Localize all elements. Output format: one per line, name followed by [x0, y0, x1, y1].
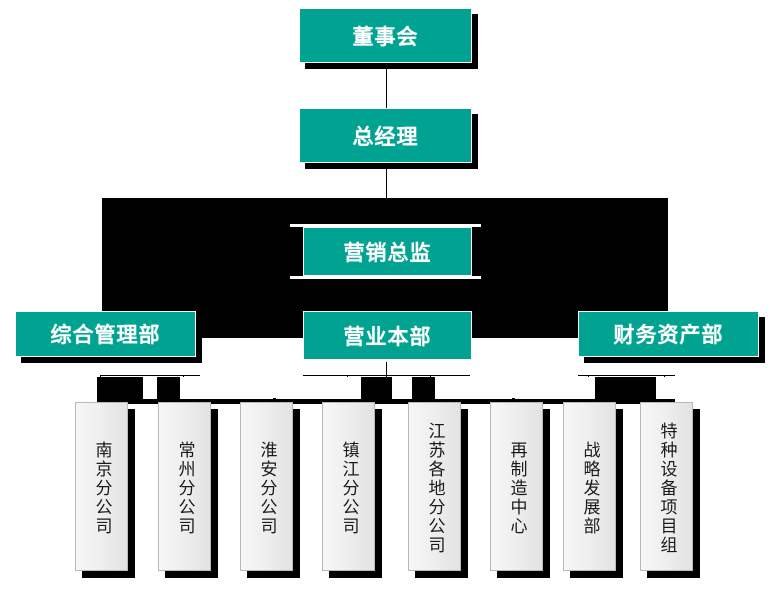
node-marketing-director[interactable]: 营销总监: [303, 227, 472, 276]
leaf-bar-gap-7: [656, 377, 675, 399]
node-changzhou[interactable]: 常州分公司: [158, 402, 211, 571]
node-board[interactable]: 董事会: [299, 8, 472, 63]
leaf-bar-gap-3: [276, 377, 361, 399]
node-nanjing[interactable]: 南京分公司: [75, 402, 128, 571]
node-zhenjiang-label: 镇江分公司: [338, 441, 359, 536]
connector-gap-upper-left: [290, 224, 481, 227]
node-changzhou-label: 常州分公司: [174, 441, 195, 536]
node-finance-dept[interactable]: 财务资产部: [578, 311, 759, 357]
leaf-bar-gap-4: [392, 377, 412, 399]
connector-gap-lower-left: [290, 276, 481, 279]
node-huaian[interactable]: 淮安分公司: [240, 402, 293, 571]
node-admin-dept[interactable]: 综合管理部: [15, 311, 196, 357]
node-jiangsu-regions-label: 江苏各地分公司: [424, 422, 445, 555]
node-strategy[interactable]: 战略发展部: [563, 402, 616, 571]
connector-board-to-gm: [386, 68, 387, 109]
node-gm[interactable]: 总经理: [299, 108, 472, 163]
node-huaian-label: 淮安分公司: [256, 441, 277, 536]
node-special-equipment-label: 特种设备项目组: [656, 422, 677, 555]
node-nanjing-label: 南京分公司: [91, 441, 112, 536]
leaf-drop-sales-hq: [386, 362, 387, 378]
leaf-bar-gap-6: [515, 377, 595, 399]
node-remanufacture[interactable]: 再制造中心: [490, 402, 543, 571]
leaf-bar-gap-1: [143, 377, 157, 399]
node-sales-hq[interactable]: 营业本部: [303, 311, 472, 360]
leaf-bar-gap-5: [435, 377, 512, 399]
leaf-drop-jiangsu: [430, 375, 431, 400]
node-jiangsu-regions[interactable]: 江苏各地分公司: [408, 402, 461, 571]
node-zhenjiang[interactable]: 镇江分公司: [322, 402, 375, 571]
node-remanufacture-label: 再制造中心: [506, 441, 527, 536]
leaf-bar-gap-2: [180, 377, 273, 399]
leaf-drop-nanjing: [100, 375, 101, 400]
node-strategy-label: 战略发展部: [579, 441, 600, 536]
node-special-equipment[interactable]: 特种设备项目组: [640, 402, 693, 571]
leaf-bus-line: [100, 375, 675, 376]
connector-gm-down: [386, 168, 387, 199]
